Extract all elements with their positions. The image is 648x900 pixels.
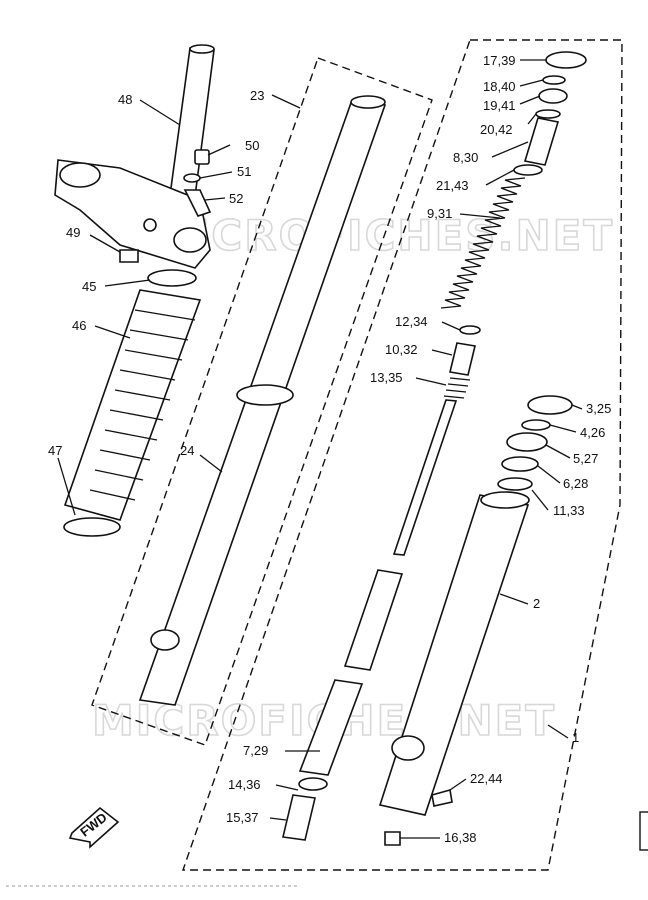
bolt-50 [194,149,210,165]
callout-12-34: 12,34 [395,314,428,329]
dust-seal-3-25 [527,395,573,415]
clip-52 [183,189,212,217]
watermark-top: MICROFICHES.NET [150,211,614,260]
callout-17-39: 17,39 [483,53,516,68]
piston-10-32 [449,342,476,376]
callout-13-35: 13,35 [370,370,403,385]
callout-8-30: 8,30 [453,150,478,165]
clip-4-26 [521,419,551,431]
callout-15-37: 15,37 [226,810,259,825]
damper-rod [392,399,458,556]
outer-tube-2 [378,491,530,816]
oil-lock-14-36 [298,777,328,791]
o-ring-18-40 [542,75,566,85]
callout-7-29: 7,29 [243,743,268,758]
callout-10-32: 10,32 [385,342,418,357]
bolt-49 [119,249,139,263]
spring-9-31 [440,177,526,309]
fork-boot-46 [63,269,202,537]
callout-18-40: 18,40 [483,79,516,94]
callout-2: 2 [533,596,540,611]
callout-3-25: 3,25 [586,401,611,416]
group-box-1 [182,39,623,871]
washer-51 [183,173,201,183]
callout-6-28: 6,28 [563,476,588,491]
callout-4-26: 4,26 [580,425,605,440]
bushing-11-33 [497,477,533,491]
edge-box [639,811,648,851]
callout-20-42: 20,42 [480,122,513,137]
callout-21-43: 21,43 [436,178,469,193]
callout-11-33: 11,33 [553,503,585,518]
inner-tube-24 [138,95,387,706]
boot-band-45 [147,269,197,287]
ring-12-34 [459,325,481,335]
callout-labels: 48 23 50 51 52 49 45 46 47 24 17,39 18,4… [48,53,611,845]
callout-1: 1 [572,730,579,745]
callout-22-44: 22,44 [470,771,503,786]
callout-19-41: 19,41 [483,98,516,113]
callout-50: 50 [245,138,259,153]
bolt-16-38 [384,831,401,846]
callout-51: 51 [237,164,251,179]
washer-6-28 [501,456,539,472]
spring-seat-8-30 [523,117,560,166]
fwd-arrow-icon: FWD [68,806,120,849]
washer-20-42 [535,109,561,119]
oil-lock-15-37 [282,794,316,841]
callout-49: 49 [66,225,80,240]
cap-17-39 [545,51,587,69]
callout-5-27: 5,27 [573,451,598,466]
under-bracket [54,159,211,269]
leader-lines [57,59,583,839]
callout-47: 47 [48,443,62,458]
drain-bolt-22-44 [431,788,453,807]
seat-21-43 [513,164,543,176]
rebound-spring-13-35 [443,377,471,399]
group-box-23 [91,57,433,746]
callout-9-31: 9,31 [427,206,452,221]
callout-52: 52 [229,191,243,206]
callout-24: 24 [180,443,194,458]
boot-band-47 [63,517,121,537]
callout-23: 23 [250,88,264,103]
callout-14-36: 14,36 [228,777,261,792]
callout-16-38: 16,38 [444,830,477,845]
spacer-19-41 [538,88,568,104]
damper-cylinder [343,569,404,671]
callout-45: 45 [82,279,96,294]
callout-46: 46 [72,318,86,333]
callout-48: 48 [118,92,132,107]
oil-seal-5-27 [506,432,548,452]
